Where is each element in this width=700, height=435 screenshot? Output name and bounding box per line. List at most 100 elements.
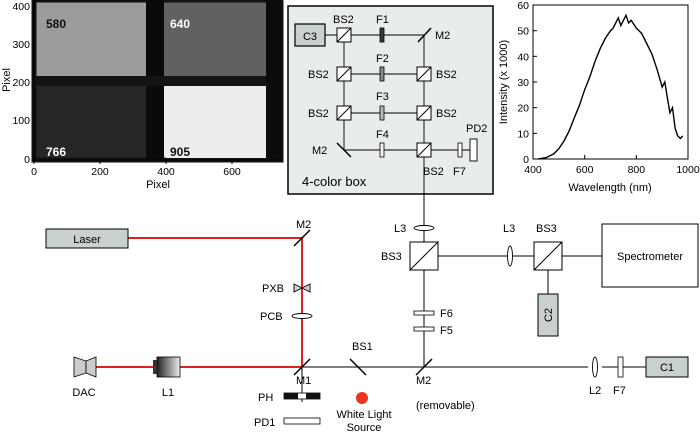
chart-y-tick-label: 30 — [517, 77, 529, 89]
quadrant-label-640: 640 — [170, 17, 190, 31]
pinhole-ph-right — [306, 393, 320, 399]
optical-setup: Laser M2 PXB PCB DAC L1 M1 BS — [45, 194, 699, 434]
image-x-tick-label: 200 — [91, 166, 109, 178]
chart-y-axis-label: Intensity (x 1000) — [498, 40, 510, 124]
chart-y-tick-label: 0 — [523, 154, 529, 166]
photodiode-pd2 — [469, 138, 478, 162]
label-m2: M2 — [435, 30, 450, 42]
dac-element — [73, 356, 97, 378]
image-x-tick-label: 400 — [157, 166, 175, 178]
label-f7: F7 — [453, 166, 466, 178]
chart-x-tick-label: 600 — [576, 164, 594, 176]
mirror-m2-top-right — [417, 27, 432, 43]
chart-x-tick-label: 400 — [524, 164, 542, 176]
chart-y-tick-label: 60 — [517, 0, 529, 12]
spectrum-series-line — [538, 13, 684, 160]
quadrant-766 — [34, 80, 159, 160]
label-white-light-line2: Source — [347, 422, 382, 434]
chart-x-tick-label: 1000 — [676, 164, 700, 176]
lens-l3-horizontal — [507, 245, 513, 267]
image-y-tick-label: 100 — [12, 115, 30, 127]
quadrant-label-580: 580 — [46, 17, 66, 31]
filter-f4 — [379, 142, 385, 158]
label-f5: F5 — [440, 325, 453, 337]
quadrant-640-fill — [166, 4, 264, 76]
label-m2-removable: (removable) — [416, 400, 475, 412]
mirror-m1 — [293, 358, 311, 376]
objective-l1 — [156, 356, 181, 378]
image-x-tick-label: 0 — [31, 166, 37, 178]
chart-y-tick-label: 10 — [517, 128, 529, 140]
label-ph: PH — [258, 392, 273, 404]
four-color-box-labels: BS2 F1 M2 BS2 F2 BS2 BS2 F3 BS2 M2 F4 PD… — [308, 14, 487, 178]
beam-splitter-bs3-left-diagonal — [409, 241, 439, 271]
white-light-source-dot — [356, 392, 368, 404]
beam-splitter-bs1 — [349, 358, 367, 376]
filter-f2 — [379, 66, 385, 82]
photodiode-pd1 — [283, 417, 321, 425]
label-bs2: BS2 — [423, 166, 444, 178]
quadrant-label-905: 905 — [170, 145, 190, 159]
image-x-tick-label: 600 — [223, 166, 241, 178]
filter-f7-box — [457, 142, 463, 158]
camera-c1-box — [645, 356, 689, 378]
mirror-m2-removable — [415, 358, 433, 376]
label-l2: L2 — [589, 385, 601, 397]
label-f1: F1 — [376, 14, 389, 26]
laser-beam-path — [95, 237, 303, 368]
label-bs2: BS2 — [436, 69, 457, 81]
label-m2-top: M2 — [296, 219, 311, 231]
label-m2-center: M2 — [416, 375, 431, 387]
spectrometer-label: Spectrometer — [617, 251, 683, 263]
image-y-tick-label: 300 — [12, 39, 30, 51]
chart-x-ticks: 400 600 800 1000 — [524, 155, 700, 176]
four-color-beam-paths — [325, 34, 476, 194]
lens-l2 — [592, 356, 598, 378]
label-m2: M2 — [312, 145, 327, 157]
quadrant-580-fill — [40, 4, 144, 76]
right-edge — [266, 0, 281, 160]
quadrant-905-fill — [166, 88, 266, 158]
spectrometer-box — [601, 223, 699, 288]
label-bs3-left: BS3 — [381, 251, 402, 263]
lens-l3-vertical — [413, 225, 435, 231]
four-color-box-title: 4-color box — [302, 174, 367, 189]
pcb-element — [291, 313, 313, 319]
label-bs3-right: BS3 — [536, 223, 557, 235]
image-y-tick-label: 200 — [12, 77, 30, 89]
filter-f6 — [413, 310, 435, 316]
chart-y-tick-label: 50 — [517, 26, 529, 38]
image-y-axis-label: Pixel — [1, 68, 13, 92]
camera-c2-label: C2 — [543, 308, 555, 322]
chart-y-tick-label: 20 — [517, 103, 529, 115]
image-y-tick-label: 0 — [24, 154, 30, 166]
camera-image-panel: 580 640 766 905 0 200 400 600 Pixel 0 10… — [1, 0, 284, 191]
label-f6: F6 — [440, 308, 453, 320]
image-x-axis-label: Pixel — [146, 179, 170, 191]
center-divider-h — [34, 76, 281, 86]
label-pcb: PCB — [260, 311, 283, 323]
camera-c3-label: C3 — [303, 31, 317, 43]
objective-l1-ring — [153, 360, 157, 374]
filter-f7 — [617, 356, 624, 378]
label-bs2: BS2 — [308, 69, 329, 81]
chart-x-axis-label: Wavelength (nm) — [568, 182, 651, 194]
label-f4: F4 — [376, 129, 389, 141]
label-pxb: PXB — [262, 283, 284, 295]
laser-label: Laser — [73, 234, 101, 246]
laser-box — [45, 228, 129, 249]
label-m1: M1 — [296, 375, 311, 387]
four-color-box: C3 BS2 — [287, 5, 494, 195]
label-l1: L1 — [162, 387, 174, 399]
label-pd2: PD2 — [466, 123, 487, 135]
pinhole-ph-left — [284, 393, 298, 399]
quadrant-label-766: 766 — [46, 145, 66, 159]
label-bs2: BS2 — [308, 108, 329, 120]
image-y-tick-label: 400 — [12, 1, 30, 13]
filter-f5 — [413, 326, 435, 332]
camera-c2-box — [537, 293, 559, 337]
chart-x-tick-label: 800 — [628, 164, 646, 176]
pxb-element — [293, 283, 311, 293]
